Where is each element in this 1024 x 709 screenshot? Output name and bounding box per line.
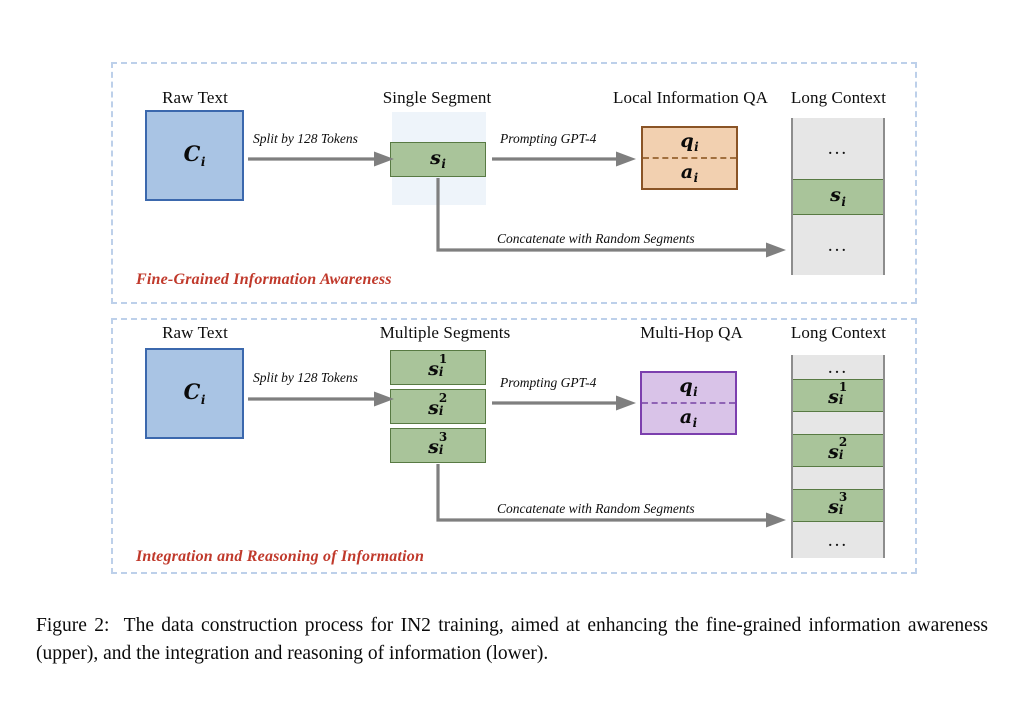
context-cell-filler: ... [793,215,883,275]
upper-segment-symbol: si [430,146,446,172]
lower-split-arrow-label: Split by 128 Tokens [253,370,358,385]
lower-concat-arrow-label: Concatenate with Random Segments [497,501,695,516]
caption-prefix: Figure 2: [36,615,110,636]
upper-split-arrow-label: Split by 128 Tokens [253,131,358,146]
lower-segment-title: Multiple Segments [379,323,511,342]
upper-qa-question: qi [643,128,736,159]
lower-long-context-title: Long Context [790,323,887,342]
upper-concat-arrow [436,178,786,258]
upper-split-arrow [248,151,394,167]
lower-raw-text-box: Ci [145,348,244,439]
upper-concat-arrow-label: Concatenate with Random Segments [497,231,695,246]
upper-raw-text-title: Raw Text [162,88,228,107]
context-cell-blank [793,412,883,434]
context-cell-segment: si [793,179,883,215]
caption-smallcaps: N [407,615,422,636]
upper-long-context-stack: ... si ... [791,118,885,275]
lower-split-arrow [248,391,394,407]
caption-body-1: The data construction process for I [123,615,408,636]
upper-prompt-arrow-label: Prompting GPT-4 [500,131,597,146]
context-cell-filler: ... [793,355,883,379]
upper-segment-box: si [390,142,486,177]
lower-prompt-arrow [492,395,636,411]
lower-section-label: Integration and Reasoning of Information [136,548,425,565]
figure-caption: Figure 2: The data construction process … [36,612,988,667]
lower-raw-text-title: Raw Text [162,323,228,342]
upper-raw-text-box: Ci [145,110,244,201]
lower-raw-text-symbol: Ci [183,378,206,408]
upper-prompt-arrow [492,151,636,167]
lower-panel [111,318,917,574]
context-cell-blank [793,467,883,489]
upper-long-context-title: Long Context [790,88,887,107]
upper-section-label: Fine-Grained Information Awareness [136,271,392,288]
upper-qa-answer: ai [680,160,699,186]
lower-qa-box: qi ai [640,371,737,435]
context-cell-filler: ... [793,522,883,558]
lower-qa-title: Multi-Hop QA [640,323,743,342]
context-cell-filler: ... [793,118,883,179]
upper-qa-title: Local Information QA [613,88,768,107]
lower-qa-answer: ai [679,405,698,431]
upper-qa-box: qi ai [641,126,738,190]
lower-concat-arrow [436,464,786,528]
upper-raw-text-symbol: Ci [183,140,206,170]
lower-qa-question: qi [642,373,735,404]
caption-body-2: 2 training, aimed at enhancing the fine-… [36,615,989,664]
upper-panel [111,62,917,304]
lower-prompt-arrow-label: Prompting GPT-4 [500,375,597,390]
upper-segment-title: Single Segment [382,88,492,107]
